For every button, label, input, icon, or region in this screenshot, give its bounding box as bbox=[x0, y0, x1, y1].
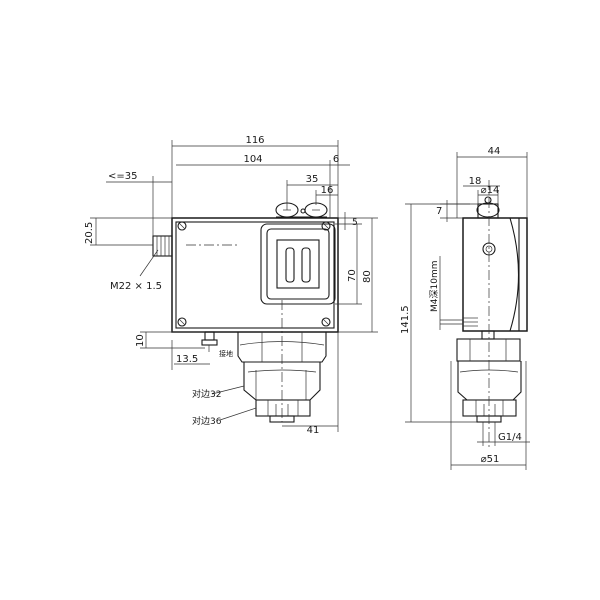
corner-screws bbox=[177, 221, 331, 327]
ground-label: 接地 bbox=[219, 349, 233, 358]
bolt-m4-label: M4深10mm bbox=[429, 261, 440, 312]
adjust-window-inner bbox=[266, 228, 330, 300]
dim-16: 16 bbox=[321, 185, 334, 196]
top-adjust-screws bbox=[275, 202, 328, 218]
adjust-slot-left bbox=[285, 247, 295, 283]
side-view: 44 18 ⌀14 7 141.5 M4深10mm G1/4 ⌀51 bbox=[400, 146, 530, 470]
side-neck bbox=[481, 330, 495, 340]
dim-44: 44 bbox=[488, 146, 501, 157]
port-thread-tip bbox=[269, 415, 295, 423]
dim-35: 35 bbox=[306, 174, 319, 185]
ground-screw bbox=[201, 331, 218, 352]
dim-7: 7 bbox=[436, 206, 442, 217]
dim-lines-top bbox=[171, 140, 350, 218]
dim-lines-left bbox=[90, 176, 257, 421]
dim-20-5: 20.5 bbox=[84, 222, 95, 244]
side-dim-lines bbox=[405, 152, 530, 470]
dim-dia51: ⌀51 bbox=[481, 454, 500, 465]
hex32-label: 对边32 bbox=[192, 388, 221, 400]
housing-inner-edge bbox=[175, 221, 335, 329]
cable-gland bbox=[152, 235, 173, 257]
side-housing-curve bbox=[509, 217, 519, 332]
side-hex-36 bbox=[462, 399, 517, 417]
thread-g14-label: G1/4 bbox=[498, 432, 522, 443]
dim-dia14: ⌀14 bbox=[481, 185, 500, 196]
hex-nut-36 bbox=[255, 399, 311, 417]
dim-10: 10 bbox=[135, 334, 146, 347]
dim-13-5: 13.5 bbox=[176, 354, 198, 365]
side-housing bbox=[462, 217, 528, 332]
dim-70: 70 bbox=[347, 269, 358, 282]
front-view: 116 104 6 35 16 5 <=35 20.5 70 80 10 13.… bbox=[84, 135, 378, 436]
dim-cable-length: <=35 bbox=[108, 171, 137, 182]
dim-104: 104 bbox=[243, 154, 262, 165]
adjust-window-frame bbox=[260, 223, 336, 305]
hex-nut-32 bbox=[237, 331, 327, 363]
dim-5: 5 bbox=[352, 218, 358, 228]
thread-m22-label: M22 × 1.5 bbox=[110, 281, 162, 292]
adjust-knob-body bbox=[276, 239, 320, 289]
hex36-label: 对边36 bbox=[192, 415, 222, 427]
dim-141-5: 141.5 bbox=[400, 305, 411, 334]
dim-80: 80 bbox=[362, 270, 373, 283]
dim-18: 18 bbox=[469, 176, 482, 187]
dim-lines-bottom bbox=[282, 332, 339, 432]
adjust-slot-right bbox=[301, 247, 311, 283]
dim-116: 116 bbox=[245, 135, 264, 146]
side-top-screw bbox=[476, 196, 500, 219]
side-hex-nut bbox=[456, 338, 521, 362]
switch-housing bbox=[171, 217, 339, 333]
dim-41: 41 bbox=[307, 425, 320, 436]
dim-lines-right bbox=[335, 212, 378, 333]
dim-6: 6 bbox=[333, 154, 339, 165]
side-port-body bbox=[457, 361, 522, 401]
